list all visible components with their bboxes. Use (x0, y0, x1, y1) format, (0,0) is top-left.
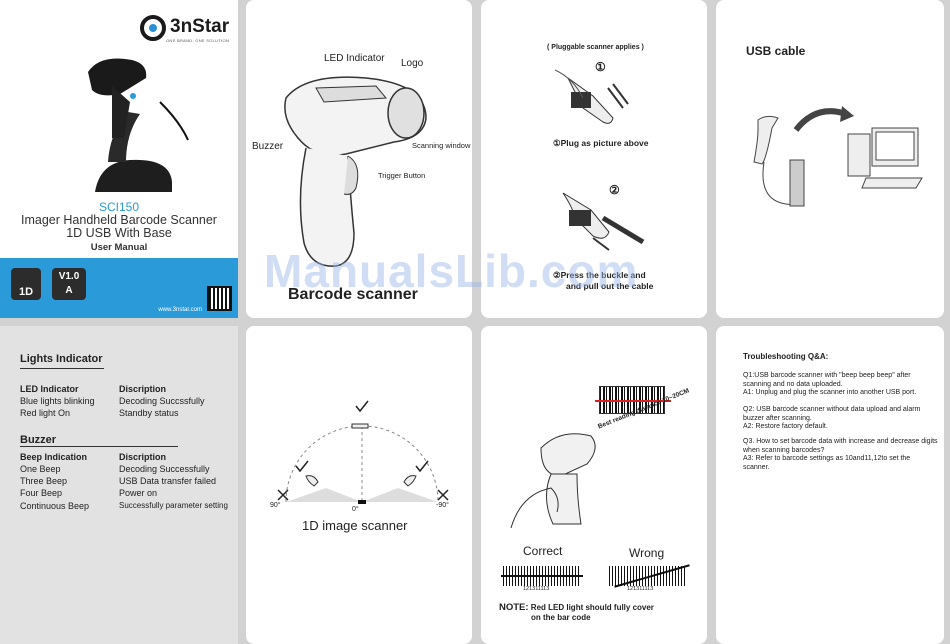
lights-col2-header: Discription (119, 384, 167, 394)
qa-item: Q3. How to set barcode data with increas… (743, 438, 938, 472)
buzzer-col1-header: Beep Indication (20, 452, 88, 462)
plug-instructions-panel: ( Pluggable scanner applies ) ① ①Plug as… (481, 0, 707, 318)
brand-name: 3nStar (170, 16, 230, 37)
check-icon (355, 400, 369, 413)
label-scanning-window: Scanning window (412, 141, 471, 150)
scanner-outline-drawing (284, 76, 427, 267)
lights-title: Lights Indicator (20, 353, 103, 365)
buzzer-row-beep: Three Beep (20, 476, 68, 486)
cover-panel: 3nStar ONE BRAND, ONE SOLUTION SCI150 Im… (0, 0, 238, 318)
reading-distance-panel: Best reading distance 10~20CM Correct Wr… (481, 326, 707, 644)
red-laser-line (595, 400, 671, 402)
label-led-indicator: LED Indicator (324, 53, 385, 64)
buzzer-row-description: Successfully parameter setting (119, 501, 228, 510)
lights-col1-header: LED Indicator (20, 384, 79, 394)
buzzer-title: Buzzer (20, 434, 57, 446)
buzzer-row-beep: One Beep (20, 464, 61, 474)
cover-subtitle: User Manual (90, 242, 148, 253)
wrong-label: Wrong (629, 546, 665, 560)
model-number: SCI150 (98, 200, 140, 214)
angle-right-label: -90° (436, 502, 449, 509)
usb-connection-drawing (753, 106, 923, 207)
correct-laser-line (501, 575, 583, 577)
cover-title-line2: 1D USB With Base (66, 226, 172, 240)
troubleshooting-title: Troubleshooting Q&A: (743, 352, 829, 361)
qa-answer: A1: Unplug and plug the scanner into ano… (743, 389, 917, 397)
qa-answer: A3: Refer to barcode settings as 10and11… (743, 455, 911, 471)
check-icon (415, 460, 429, 473)
lights-buzzer-panel: Lights Indicator LED Indicator Discripti… (0, 326, 238, 644)
lights-row-indicator: Red light On (20, 408, 71, 418)
badge-revision-label: A (65, 285, 73, 296)
hand-scanner-drawing (510, 433, 596, 528)
brand-logo-icon (140, 15, 166, 41)
lights-row-description: Decoding Succssfully (119, 396, 205, 406)
buzzer-row-description: USB Data transfer failed (119, 476, 217, 486)
note-label: NOTE: (499, 602, 529, 613)
qa-answer: A2: Restore factory default. (743, 423, 828, 431)
scanner-with-stand-image (88, 58, 189, 192)
lights-row-indicator: Blue lights blinking (20, 396, 95, 406)
scan-angle-panel: 90° 0° -90° 1D image scanner (246, 326, 472, 644)
scanner-diagram-panel: LED Indicator Logo Buzzer Scanning windo… (246, 0, 472, 318)
label-buzzer: Buzzer (252, 141, 284, 152)
buzzer-row-description: Decoding Successfully (119, 464, 210, 474)
label-trigger-button: Trigger Button (378, 171, 426, 180)
step2-caption: ②Press the buckle and and pull out the c… (553, 270, 653, 292)
step2-caption-line2: and pull out the cable (566, 281, 654, 291)
scanner-caption: Barcode scanner (288, 286, 418, 303)
note-line1: Red LED light should fully cover (530, 603, 654, 612)
cross-icon (277, 489, 289, 501)
check-icon (295, 460, 309, 473)
correct-label: Correct (523, 544, 563, 558)
buzzer-row-description: Power on (119, 488, 158, 498)
qa-item: Q2: USB barcode scanner without data upl… (743, 406, 938, 432)
cross-icon (437, 489, 449, 501)
angle-caption: 1D image scanner (302, 518, 408, 533)
brand-tagline: ONE BRAND, ONE SOLUTION (166, 38, 230, 43)
step2-caption-line1: Press the buckle and (560, 270, 646, 280)
badge-version-label: V1.0 (58, 271, 80, 282)
qr-code-icon (207, 286, 232, 311)
angle-center-label: 0° (352, 506, 359, 513)
correct-barcode-number: 121311113 (523, 586, 550, 592)
label-logo: Logo (401, 58, 424, 69)
watermark: ManualsLib.com (264, 245, 639, 297)
buzzer-row-beep: Continuous Beep (20, 501, 90, 511)
step1-caption: ①Plug as picture above (553, 138, 649, 149)
qa-question: Q3. How to set barcode data with increas… (743, 438, 938, 454)
buzzer-col2-header: Discription (119, 452, 167, 462)
step1-caption-number: ① (553, 138, 561, 148)
plug-step2-drawing (562, 192, 645, 251)
lights-title-rule (20, 368, 104, 369)
scan-angle-diagram (277, 400, 449, 504)
lights-row-description: Standby status (119, 408, 179, 418)
step2-caption-number: ② (553, 270, 561, 280)
badge-type-label: 1D (18, 286, 34, 298)
buzzer-title-rule (20, 446, 178, 447)
note-line2: on the bar code (531, 613, 591, 622)
badge-type: 1D (11, 268, 41, 300)
distance-note: NOTE: Red LED light should fully cover o… (499, 603, 654, 623)
usb-title: USB cable (746, 44, 806, 58)
plug-note: ( Pluggable scanner applies ) (547, 44, 644, 51)
step2-number: ② (609, 183, 620, 197)
cover-title-line1: Imager Handheld Barcode Scanner (21, 213, 217, 227)
wrong-barcode-number: 121311113 (627, 586, 654, 592)
qa-question: Q1:USB barcode scanner with "beep beep b… (743, 372, 911, 388)
usb-cable-panel: USB cable (716, 0, 944, 318)
step1-number: ① (595, 60, 606, 74)
qa-item: Q1:USB barcode scanner with "beep beep b… (743, 372, 938, 398)
cover-url: www.3nstar.com (158, 307, 202, 313)
buzzer-row-beep: Four Beep (20, 488, 63, 498)
plug-step1-drawing (554, 69, 629, 124)
troubleshooting-panel: Troubleshooting Q&A: Q1:USB barcode scan… (716, 326, 944, 644)
qa-question: Q2: USB barcode scanner without data upl… (743, 406, 921, 422)
step1-caption-text: Plug as picture above (560, 138, 649, 148)
angle-left-label: 90° (270, 502, 281, 509)
badge-version: V1.0 A (52, 268, 86, 300)
